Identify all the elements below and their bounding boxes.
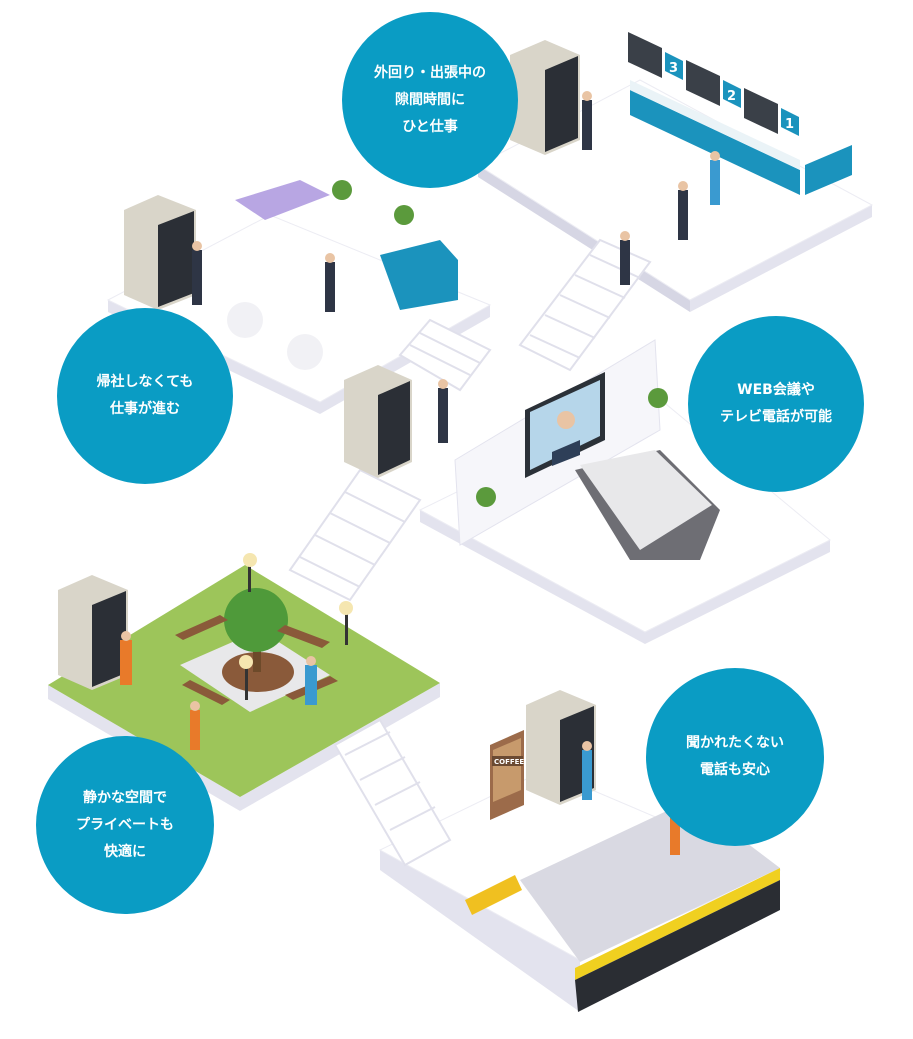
phone-booth xyxy=(510,40,580,155)
platform-meeting xyxy=(418,339,831,644)
bubble-line: WEB会議や xyxy=(737,382,815,398)
video-screen xyxy=(525,372,605,478)
departure-boards xyxy=(628,32,778,134)
feature-bubble-quiet-space: 静かな空間で プライベートも 快適に xyxy=(36,736,214,914)
counter-number: 3 xyxy=(669,61,678,76)
bubble-line: 外回り・出張中の xyxy=(374,64,486,81)
counter-number: 2 xyxy=(727,89,736,104)
counter-number: 1 xyxy=(785,117,794,132)
bubble-line: 帰社しなくても xyxy=(96,374,194,390)
phone-booth xyxy=(124,195,196,310)
bubble-line: 仕事が進む xyxy=(110,401,180,417)
vending-label: COFFEE xyxy=(494,758,524,766)
feature-bubble-private-call: 聞かれたくない 電話も安心 xyxy=(646,668,824,846)
feature-bubble-no-return-office: 帰社しなくても 仕事が進む xyxy=(57,308,233,484)
bubble-line: テレビ電話が可能 xyxy=(720,409,832,425)
people xyxy=(120,91,720,855)
bubble-line: 隙間時間に xyxy=(395,91,465,108)
bubble-line: 電話も安心 xyxy=(700,762,770,778)
feature-bubble-web-meeting: WEB会議や テレビ電話が可能 xyxy=(688,316,864,492)
phone-booth xyxy=(344,365,412,478)
stairs xyxy=(288,238,652,867)
coffee-vending-machine: COFFEE xyxy=(490,730,524,820)
bubble-line: 聞かれたくない xyxy=(686,735,784,751)
bubble-line: プライベートも xyxy=(76,816,174,833)
bubble-line: 快適に xyxy=(104,843,146,860)
bubble-line: ひと仕事 xyxy=(402,118,458,135)
bubble-line: 静かな空間で xyxy=(83,789,167,806)
phone-booth xyxy=(58,575,128,690)
feature-bubble-business-trip: 外回り・出張中の 隙間時間に ひと仕事 xyxy=(342,12,518,188)
